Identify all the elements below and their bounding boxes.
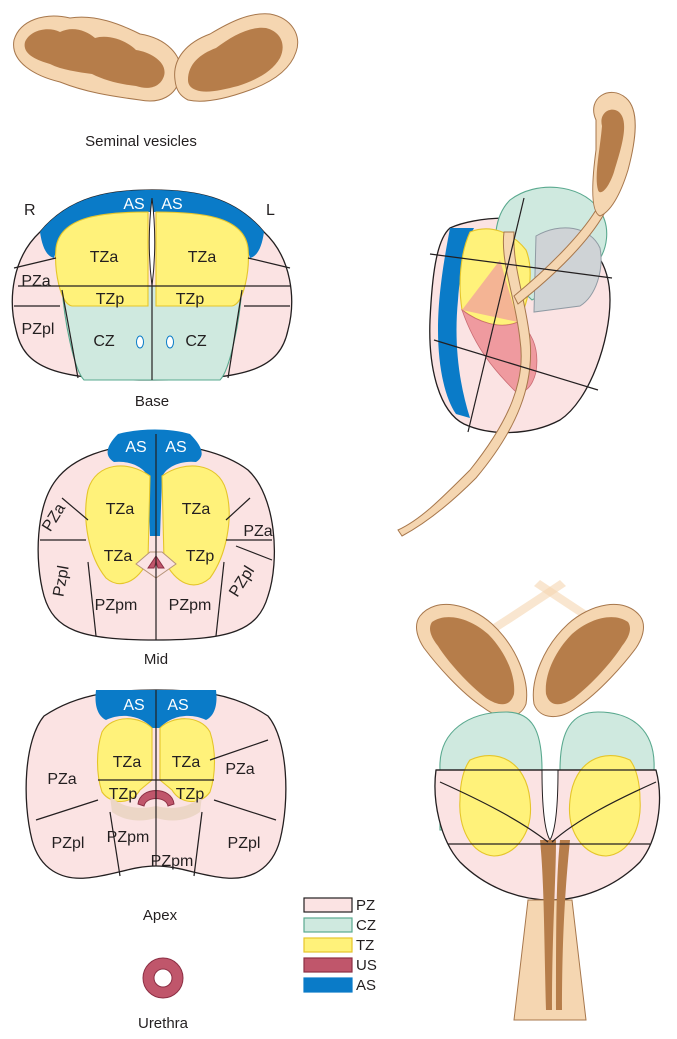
caption-apex: Apex [143,907,178,924]
base-label-tza-left: TZa [90,249,119,266]
base-label-cz-left: CZ [93,333,115,350]
base-label-pzpl: PZpl [22,321,55,338]
apex-label-as-left: AS [123,697,144,714]
apex-label-tza-right: TZa [172,754,201,771]
legend: PZ CZ TZ US AS [304,897,377,994]
mid-label-tza-upper-left: TZa [106,501,135,518]
apex-section: AS AS TZa TZa TZp TZp PZa PZa PZpl PZpl … [26,690,286,878]
caption-urethra: Urethra [138,1015,189,1032]
ejaculatory-duct-right [167,336,174,348]
mid-label-pzpm-right: PZpm [169,597,212,614]
mid-label-as-left: AS [125,439,146,456]
seminal-vesicles-illustration [14,14,298,102]
apex-label-tza-left: TZa [113,754,142,771]
legend-swatch-cz [304,918,352,932]
base-label-cz-right: CZ [185,333,207,350]
legend-swatch-us [304,958,352,972]
caption-base: Base [135,393,169,410]
caption-seminal-vesicles: Seminal vesicles [85,133,197,150]
legend-swatch-tz [304,938,352,952]
apex-label-pza-right: PZa [225,761,254,778]
mid-label-tza-upper-right: TZa [182,501,211,518]
base-label-pza: PZa [21,273,50,290]
apex-label-pzpl-left: PZpl [52,835,85,852]
mid-label-as-right: AS [165,439,186,456]
legend-label-us: US [356,957,377,974]
apex-label-pzpm-center: PZpm [151,853,194,870]
legend-label-tz: TZ [356,937,374,954]
apex-label-tzp-left: TZp [109,786,138,803]
base-label-tzp-left: TZp [96,291,125,308]
legend-label-cz: CZ [356,917,376,934]
base-label-tza-right: TZa [188,249,217,266]
apex-label-tzp-right: TZp [176,786,205,803]
legend-swatch-as [304,978,352,992]
sagittal-view [398,92,635,536]
urethra-cross-section [143,958,183,998]
apex-label-pzpl-right: PZpl [228,835,261,852]
base-section: R L AS AS TZa TZa TZp TZp CZ CZ PZa PZpl [12,190,291,380]
base-label-tzp-right: TZp [176,291,205,308]
mid-label-tza-lower-left: TZa [104,548,133,565]
apex-label-pzpm-left: PZpm [107,829,150,846]
coronal-view [417,580,660,1020]
ejaculatory-duct-left [137,336,144,348]
base-label-as-right: AS [161,196,182,213]
apex-label-as-right: AS [167,697,188,714]
mid-label-pza-right: PZa [243,523,272,540]
caption-mid: Mid [144,651,168,668]
orientation-right: R [24,202,36,219]
legend-label-as: AS [356,977,376,994]
mid-section: AS AS TZa TZa TZa TZp PZa PZa Pzpl PZpl … [38,430,274,641]
legend-swatch-pz [304,898,352,912]
mid-label-tzp-right: TZp [186,548,215,565]
mid-label-pzpm-left: PZpm [95,597,138,614]
orientation-left: L [266,202,275,219]
legend-label-pz: PZ [356,897,375,914]
apex-label-pza-left: PZa [47,771,76,788]
base-label-as-left: AS [123,196,144,213]
